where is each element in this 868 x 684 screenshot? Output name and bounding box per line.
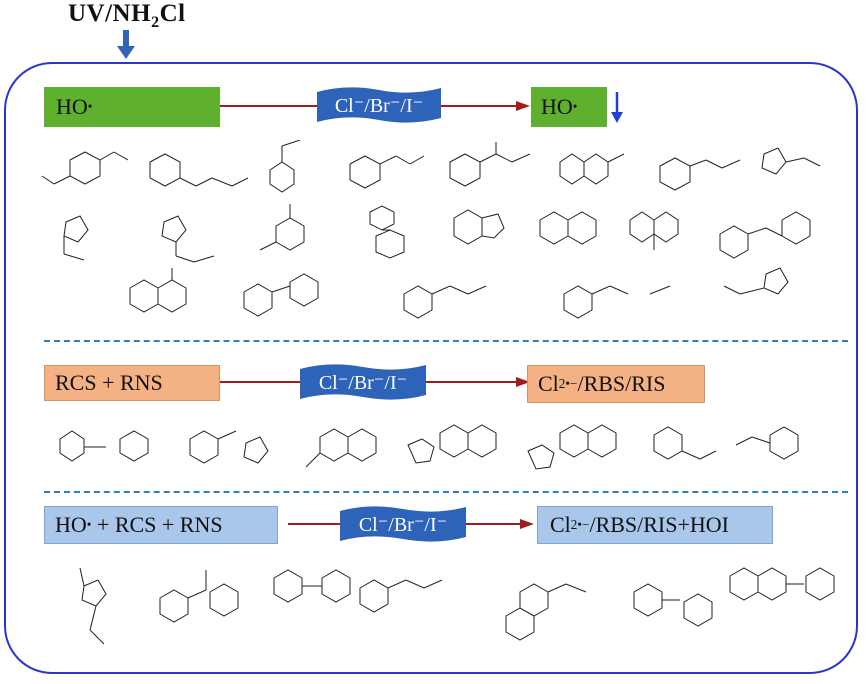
molecule-structures-row-2 <box>59 424 799 470</box>
down-arrow-icon <box>117 30 135 59</box>
molecule-structures-row-1 <box>41 140 821 319</box>
ho-rcs-rns-box: HO• + RCS + RNS <box>44 506 278 544</box>
section-divider-1 <box>44 340 848 342</box>
molecule-structures-row-3 <box>79 567 835 645</box>
process-title: UV/NH2Cl <box>68 0 186 31</box>
ho-radical-result-box: HO• <box>531 87 607 127</box>
ho-radical-box: HO• <box>44 87 220 127</box>
section-divider-2 <box>44 491 848 493</box>
halide-banner-3: Cl⁻/Br⁻/I⁻ <box>338 503 468 545</box>
diagram-frame <box>4 62 858 674</box>
decrease-arrow-icon <box>611 92 623 123</box>
halide-banner-1: Cl⁻/Br⁻/I⁻ <box>315 84 443 126</box>
rcs-rns-box: RCS + RNS <box>44 365 220 401</box>
halide-banner-2: Cl⁻/Br⁻/I⁻ <box>298 361 428 403</box>
